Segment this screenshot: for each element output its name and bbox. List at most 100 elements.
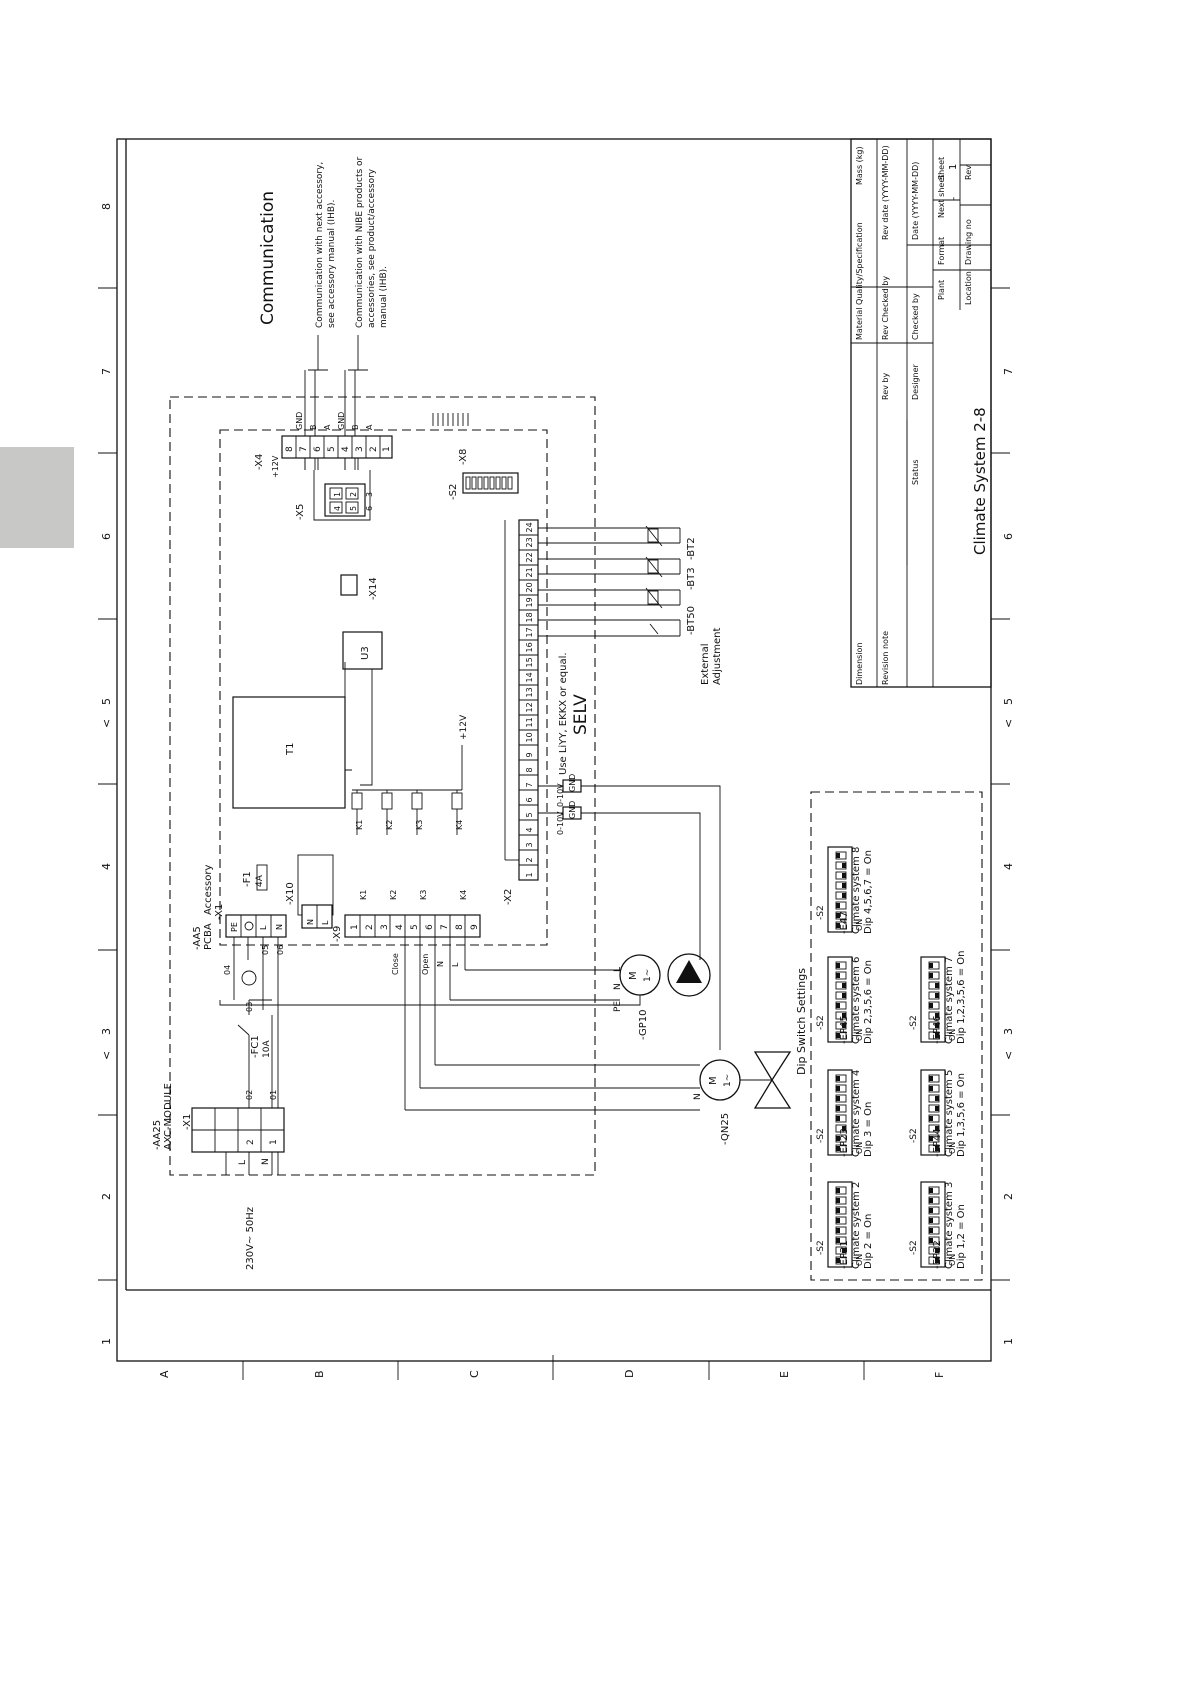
aa25-x1-n: N — [261, 1158, 271, 1165]
dip-lever-off — [836, 1106, 840, 1111]
dip-system: Climate system 2 — [851, 1182, 862, 1269]
dip-tag: -EP45 — [839, 1015, 850, 1044]
dip-lever-on — [842, 983, 846, 988]
title-rev-checked-by: Rev Checked by — [881, 276, 890, 340]
gp10-n: N — [613, 983, 623, 990]
column-number-right-2: 2 — [1002, 1193, 1015, 1200]
aa25-x1-l: L — [238, 1160, 248, 1165]
relay-k3-coil: K3 — [415, 820, 424, 830]
x2-terminal-6: 6 — [525, 797, 534, 802]
analog-0-10v-2: 0-10V — [556, 811, 565, 835]
x5-pin-4: 4 — [333, 506, 342, 511]
title-material: Material Quality/Specification — [855, 222, 864, 340]
dip-system: Climate system 6 — [851, 957, 862, 1044]
x9-t7: 7 — [440, 924, 450, 930]
dip-lever-on — [842, 1126, 846, 1131]
x5-pin-3: 3 — [365, 492, 374, 497]
x2-terminal-19: 19 — [525, 597, 534, 607]
dip-lever-off — [836, 1076, 840, 1081]
dip-system: Climate system 8 — [851, 847, 862, 934]
aa25-x1-terminal: -AA25 AXC-MODULE -X1 2 1 L N 230V~ 50Hz — [152, 1015, 285, 1270]
column-number-left-5: 5 — [100, 698, 113, 705]
gp10-label: -GP10 — [638, 1010, 649, 1040]
marker-right-5: < — [1002, 719, 1015, 728]
valve-qn25: M 1~ -QN25 N — [405, 1051, 792, 1145]
dip-lever-off — [929, 1086, 933, 1091]
dip-tag: -EP23 — [839, 1128, 850, 1157]
aa5-x1-pe: PE — [230, 922, 239, 932]
x2-terminal-13: 13 — [525, 687, 534, 697]
dip-lever-off — [836, 853, 840, 858]
wire-close: Close — [391, 953, 400, 975]
x4-signal-gnd-2: GND — [337, 412, 346, 430]
row-letter-a: A — [158, 1370, 171, 1378]
dip-switch-body — [920, 1181, 946, 1268]
communication-note-2-line-3: manual (IHB). — [379, 266, 389, 328]
x9-t5: 5 — [410, 924, 420, 930]
column-number-right-5: 5 — [1002, 698, 1015, 705]
f1-label: -F1 — [242, 871, 253, 887]
title-rev: Rev — [964, 165, 973, 180]
dip-lever-on — [935, 1033, 939, 1038]
x9-t3: 3 — [380, 924, 390, 930]
dip-switch-body — [827, 1181, 853, 1268]
x2-terminal-17: 17 — [525, 627, 534, 637]
dip-lever-on — [935, 1013, 939, 1018]
dip-tag: -EP21 — [839, 1240, 850, 1269]
x4-signal-b-1: B — [309, 425, 318, 431]
title-next-sheet-value: - — [949, 197, 959, 200]
dip-s2-label: -S2 — [816, 1128, 826, 1143]
column-number-left-3: 3 — [100, 1028, 113, 1035]
dip-on-label: ON — [855, 919, 864, 931]
dip-tag: -EP46 — [932, 1015, 943, 1044]
dip-lever-off — [929, 1003, 933, 1008]
analog-gnd-1: GND — [568, 774, 577, 792]
aa5-x1-l: L — [259, 925, 268, 930]
x4-label: -X4 — [254, 454, 265, 470]
x4-terminal-4: 4 — [341, 446, 351, 452]
wire-02: 02 — [245, 1090, 254, 1100]
column-number-right-3: 3 — [1002, 1028, 1015, 1035]
external-line-2: Adjustment — [712, 628, 723, 685]
x2-terminal-block: -X2 123456789101112131415161718192021222… — [503, 519, 539, 905]
dip-setting: Dip 1,3,5,6 = On — [956, 1073, 967, 1157]
dip-tag: -E47 — [839, 911, 850, 934]
x4-terminal-1: 1 — [382, 446, 392, 452]
x9-t4: 4 — [395, 924, 405, 930]
dip-lever-on — [935, 983, 939, 988]
title-location: Location — [964, 271, 973, 305]
dip-lever-off — [836, 1003, 840, 1008]
wire-03: 03 — [245, 1002, 254, 1012]
s2-board-label: -S2 — [448, 484, 459, 500]
x2-terminal-10: 10 — [525, 732, 534, 742]
dip-tag: -EP22 — [932, 1240, 943, 1269]
dip-lever-off — [836, 1208, 840, 1213]
qn25-phase: 1~ — [723, 1074, 733, 1087]
dip-tag: -EP44 — [932, 1128, 943, 1157]
column-number-left-4: 4 — [100, 863, 113, 870]
wire-06: 06 — [276, 945, 285, 955]
dip-lever-off — [929, 973, 933, 978]
x4-terminal-3: 3 — [355, 446, 365, 452]
x10-l: L — [321, 920, 330, 925]
x2-label: -X2 — [503, 889, 514, 905]
dip-switch-body — [827, 846, 853, 933]
column-number-left-2: 2 — [100, 1193, 113, 1200]
dip-lever-on — [842, 873, 846, 878]
dip-lever-on — [935, 1096, 939, 1101]
dip-lever-off — [929, 1238, 933, 1243]
dip-lever-on — [935, 1248, 939, 1253]
x2-terminal-5: 5 — [525, 812, 534, 817]
communication-section: Communication Communication with next ac… — [258, 156, 389, 470]
dip-lever-off — [836, 1198, 840, 1203]
dip-s2-label: -S2 — [909, 1240, 919, 1255]
relay-k4-coil: K4 — [455, 820, 464, 830]
dip-lever-off — [836, 923, 840, 928]
x9-relay-k4: K4 — [459, 890, 468, 900]
dip-lever-off — [929, 1208, 933, 1213]
x2-terminal-24: 24 — [525, 522, 534, 532]
